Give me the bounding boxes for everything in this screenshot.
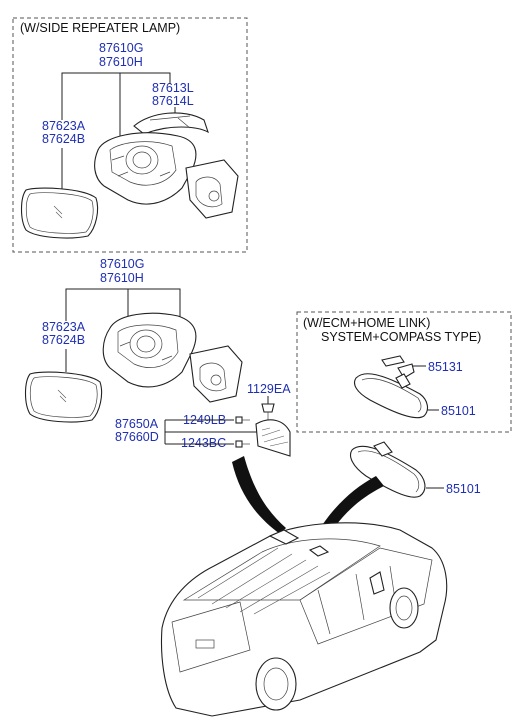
label-87624b-top[interactable]: 87624B	[42, 132, 85, 146]
screw-1249lb-part	[235, 416, 250, 424]
label-87614l[interactable]: 87614L	[152, 94, 194, 108]
outside-mirror-housing-top	[94, 132, 239, 219]
outside-mirror-housing-mid	[102, 312, 243, 403]
label-1243bc[interactable]: 1243BC	[181, 436, 226, 450]
bracket-85131-part	[381, 355, 415, 379]
label-87610g-top[interactable]: 87610G	[99, 41, 143, 55]
standard-mirror-group: 87610G 87610H 87623A 87624B 1129EA 1249L…	[24, 257, 291, 534]
label-85101-ecm[interactable]: 85101	[441, 404, 476, 418]
vehicle-illustration	[160, 522, 448, 717]
label-87623a-top[interactable]: 87623A	[42, 119, 86, 133]
label-87624b-mid[interactable]: 87624B	[42, 333, 85, 347]
inside-mirror-std-part	[349, 441, 426, 498]
label-87610h-top[interactable]: 87610H	[99, 55, 143, 69]
screw-1129ea-part	[261, 403, 275, 420]
delta-cover-part	[255, 419, 291, 457]
label-87613l[interactable]: 87613L	[152, 81, 194, 95]
label-85131[interactable]: 85131	[428, 360, 463, 374]
label-87650a[interactable]: 87650A	[115, 417, 159, 431]
mirror-glass-top	[20, 187, 99, 239]
label-87610h-mid[interactable]: 87610H	[100, 271, 144, 285]
top-leader-lines	[61, 72, 176, 196]
side-repeater-frame	[12, 17, 248, 253]
label-1129ea[interactable]: 1129EA	[247, 382, 291, 396]
ecm-homelink-panel: (W/ECM+HOME LINK) SYSTEM+COMPASS TYPE) 8…	[296, 311, 512, 433]
arrow-to-outside-mirror	[232, 456, 286, 534]
screw-1243bc-part	[235, 440, 250, 448]
side-repeater-caption: (W/SIDE REPEATER LAMP)	[20, 21, 180, 35]
side-repeater-panel: (W/SIDE REPEATER LAMP) 87610G 87610H 876…	[12, 17, 248, 253]
label-87610g-mid[interactable]: 87610G	[100, 257, 144, 271]
label-85101-std[interactable]: 85101	[446, 482, 481, 496]
inside-mirror-ecm-part	[353, 373, 429, 419]
ecm-caption-line2: SYSTEM+COMPASS TYPE)	[321, 330, 481, 344]
label-87660d[interactable]: 87660D	[115, 430, 159, 444]
mirror-glass-mid	[24, 371, 103, 423]
ecm-homelink-frame	[296, 311, 512, 433]
label-87623a-mid[interactable]: 87623A	[42, 320, 86, 334]
repeater-cover-part	[133, 112, 209, 135]
ecm-caption-line1: (W/ECM+HOME LINK)	[303, 316, 430, 330]
